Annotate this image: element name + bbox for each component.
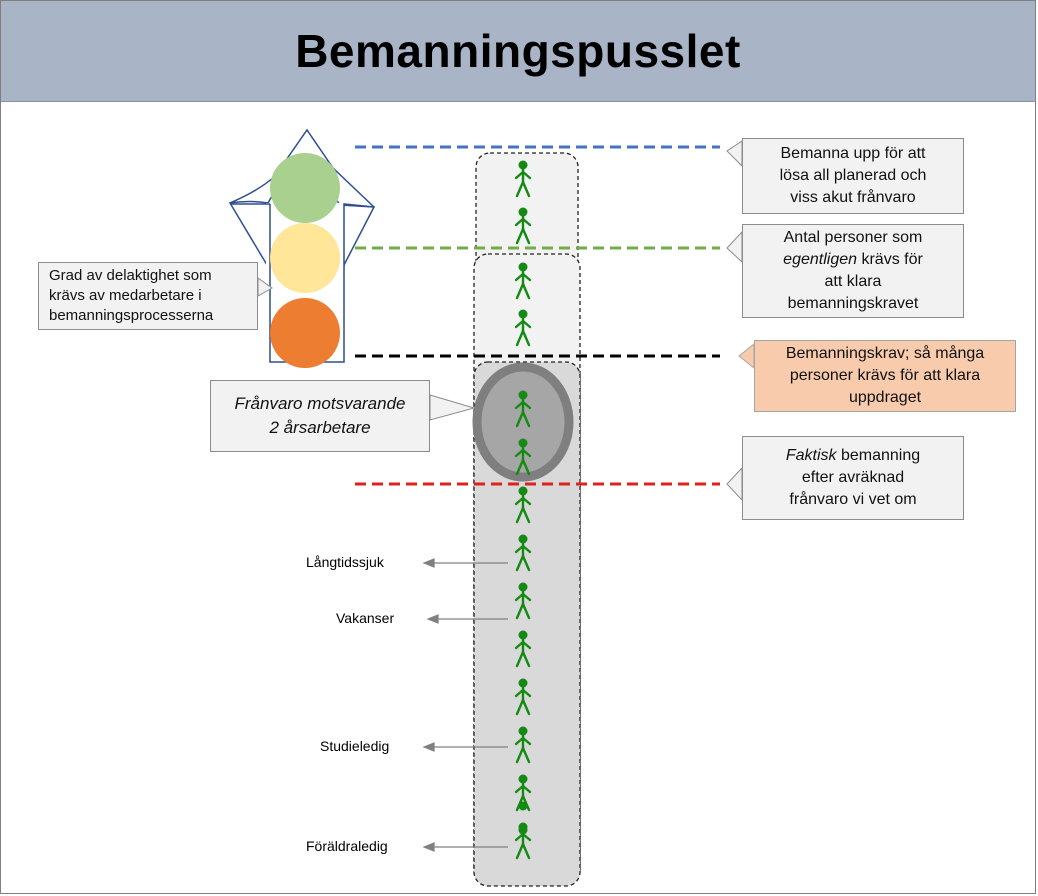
person-icon	[514, 160, 532, 198]
callout-green-line-2: egentligen krävs för	[783, 249, 923, 271]
person-icon	[514, 726, 532, 764]
person-icon	[518, 825, 528, 835]
callout-absence: Frånvaro motsvarande 2 årsarbetare	[210, 380, 430, 452]
callout-blue-line-1: Bemanna upp för att	[780, 145, 926, 162]
callout-participation: Grad av delaktighet som krävs av medarbe…	[38, 262, 258, 330]
label-long-term-sick: Långtidssjuk	[306, 554, 384, 570]
person-icon	[514, 822, 532, 860]
person-icon	[514, 678, 532, 716]
callout-absence-line-2: 2 årsarbetare	[269, 418, 371, 437]
person-icon	[514, 630, 532, 668]
callout-black-line-2: personer krävs för att klara	[789, 367, 981, 384]
green-light	[270, 153, 340, 223]
pointer-left	[257, 277, 273, 297]
person-icon	[514, 309, 532, 347]
callout-absence-line-1: Frånvaro motsvarande	[234, 394, 406, 413]
absence-arrows	[422, 558, 508, 852]
label-study-leave: Studieledig	[320, 738, 390, 754]
person-icon	[518, 801, 528, 811]
callout-blue: Bemanna upp för att lösa all planerad oc…	[742, 138, 964, 214]
callout-black: Bemanningskrav; så många personer krävs …	[754, 340, 1016, 412]
callout-red-line-2: efter avräknad	[801, 469, 905, 486]
yellow-light	[270, 223, 340, 293]
person-icon	[514, 262, 532, 300]
label-vacancies: Vakanser	[336, 610, 395, 626]
person-icon	[514, 438, 532, 476]
pointer-green	[726, 230, 743, 264]
label-parental-leave: Föräldraledig	[306, 838, 388, 854]
callout-participation-line-2: krävs av medarbetare i	[49, 287, 202, 304]
callout-green-line-4: bemanningskravet	[787, 295, 919, 312]
person-icon	[514, 534, 532, 572]
pointer-absence	[429, 394, 476, 421]
callout-black-line-1: Bemanningskrav; så många	[785, 345, 985, 362]
pointer-red	[726, 466, 743, 502]
callout-green-italic: egentligen	[783, 251, 858, 268]
person-icon	[514, 390, 532, 428]
traffic-light-arrow-icon	[228, 128, 376, 368]
person-icon	[514, 207, 532, 245]
callout-blue-line-2: lösa all planerad och	[779, 167, 927, 184]
pointer-blue	[726, 140, 743, 168]
callout-green-line-2-rest: krävs för	[857, 251, 923, 268]
staff-people	[514, 160, 532, 860]
callout-red-italic: Faktisk	[785, 447, 837, 464]
pointer-black	[738, 342, 755, 370]
callout-red-line-1-rest: bemanning	[836, 447, 921, 464]
callout-green: Antal personer som egentligen krävs för …	[742, 224, 964, 318]
callout-participation-line-1: Grad av delaktighet som	[49, 267, 212, 284]
person-icon	[514, 486, 532, 524]
callout-green-line-1: Antal personer som	[783, 229, 923, 246]
person-icon	[514, 582, 532, 620]
callout-blue-line-3: viss akut frånvaro	[790, 189, 916, 206]
callout-red-line-3: frånvaro vi vet om	[789, 491, 917, 508]
title-bar: Bemanningspusslet	[1, 1, 1035, 102]
staff-column-inner	[473, 361, 581, 887]
page-title: Bemanningspusslet	[295, 25, 741, 77]
callout-participation-line-3: bemanningsprocesserna	[49, 307, 214, 324]
callout-red: Faktisk bemanning efter avräknad frånvar…	[742, 436, 964, 520]
orange-light	[270, 298, 340, 368]
callout-red-line-1: Faktisk bemanning	[786, 445, 920, 467]
callout-green-line-3: att klara	[824, 273, 882, 290]
callout-black-line-3: uppdraget	[848, 389, 922, 406]
absence-ellipse	[472, 362, 574, 482]
